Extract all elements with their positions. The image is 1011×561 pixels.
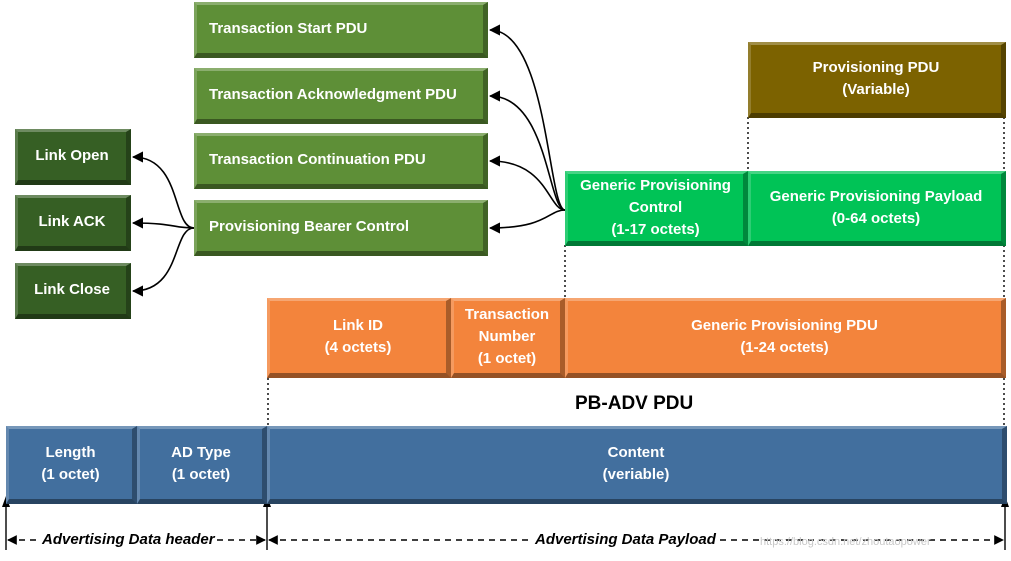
arrow-to-link-close — [131, 227, 195, 297]
transaction-ack-pdu-box: Transaction Acknowledgment PDU — [194, 68, 488, 124]
content-box: Content (veriable) — [267, 426, 1007, 504]
link-ack-box: Link ACK — [15, 195, 131, 251]
length-box: Length (1 octet) — [6, 426, 137, 504]
link-id-box: Link ID (4 octets) — [267, 298, 451, 378]
link-close-box: Link Close — [15, 263, 131, 319]
arrow-to-transaction-continuation — [488, 155, 566, 211]
watermark-text: https://blog.csdn.net/zhoutaopower — [760, 536, 931, 548]
ad-type-box: AD Type (1 octet) — [137, 426, 267, 504]
pb-adv-pdu-title: PB-ADV PDU — [575, 393, 694, 414]
arrow-to-bearer-control — [488, 209, 566, 234]
advertising-data-header-label: Advertising Data header — [40, 531, 217, 549]
generic-provisioning-payload-box: Generic Provisioning Payload (0-64 octet… — [748, 171, 1006, 246]
provisioning-bearer-control-box: Provisioning Bearer Control — [194, 200, 488, 256]
advertising-data-payload-label: Advertising Data Payload — [533, 531, 718, 549]
generic-provisioning-pdu-box: Generic Provisioning PDU (1-24 octets) — [565, 298, 1006, 378]
arrow-to-link-open — [131, 151, 195, 229]
arrow-to-link-ack — [131, 217, 195, 229]
transaction-number-box: Transaction Number (1 octet) — [451, 298, 565, 378]
arrow-to-transaction-ack — [488, 90, 566, 211]
arrow-to-transaction-start — [488, 24, 566, 211]
transaction-continuation-pdu-box: Transaction Continuation PDU — [194, 133, 488, 189]
provisioning-pdu-box: Provisioning PDU (Variable) — [748, 42, 1006, 118]
link-open-box: Link Open — [15, 129, 131, 185]
generic-provisioning-control-box: Generic Provisioning Control (1-17 octet… — [565, 171, 748, 246]
transaction-start-pdu-box: Transaction Start PDU — [194, 2, 488, 58]
